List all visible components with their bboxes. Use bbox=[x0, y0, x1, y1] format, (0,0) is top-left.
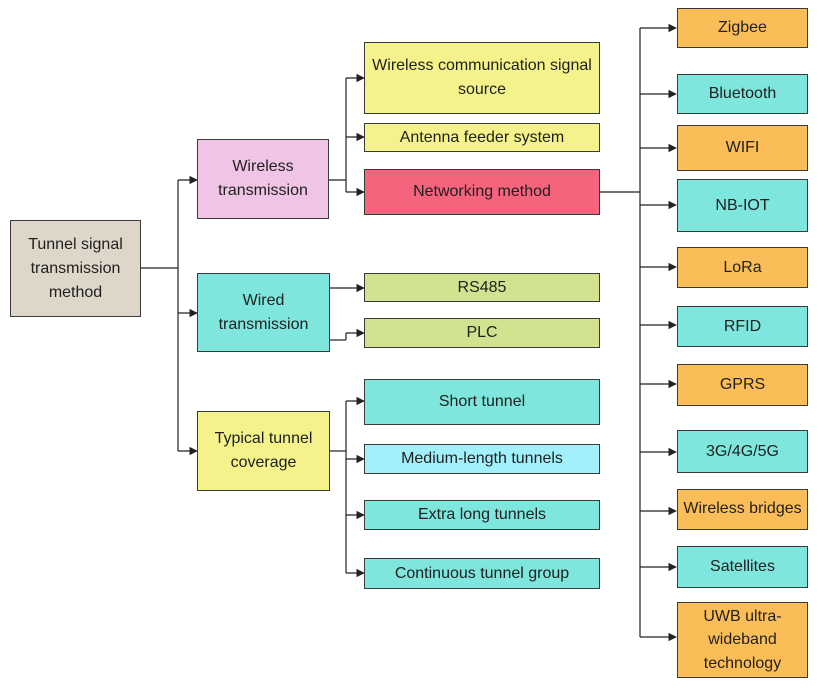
lora-node: LoRa bbox=[677, 247, 808, 288]
root-node: Tunnel signal transmission method bbox=[10, 220, 141, 317]
antenna-feeder-label: Antenna feeder system bbox=[399, 128, 565, 146]
bluetooth-node: Bluetooth bbox=[677, 74, 808, 114]
short-tunnel-node: Short tunnel bbox=[364, 379, 600, 425]
networking-method-node: Networking method bbox=[364, 169, 600, 215]
wifi-node: WIFI bbox=[677, 125, 808, 171]
short-tunnel-label: Short tunnel bbox=[438, 393, 526, 410]
antenna-feeder-node: Antenna feeder system bbox=[364, 123, 600, 152]
wireless-bridges-label: Wireless bridges bbox=[683, 500, 802, 518]
continuous-tunnel-group-node: Continuous tunnel group bbox=[364, 558, 600, 589]
root-label: Tunnel signal transmission method bbox=[28, 235, 123, 301]
extra-long-tunnels-node: Extra long tunnels bbox=[364, 500, 600, 530]
wifi-label: WIFI bbox=[725, 139, 760, 156]
wireless-transmission-label: Wireless transmission bbox=[218, 158, 308, 199]
gprs-label: GPRS bbox=[719, 376, 766, 393]
continuous-tunnel-group-label: Continuous tunnel group bbox=[394, 564, 570, 582]
wireless-bridges-node: Wireless bridges bbox=[677, 489, 808, 530]
plc-node: PLC bbox=[364, 318, 600, 348]
plc-label: PLC bbox=[466, 324, 498, 341]
satellites-label: Satellites bbox=[710, 558, 775, 575]
uwb-label: UWB ultra-wideband technology bbox=[703, 608, 782, 672]
uwb-node: UWB ultra-wideband technology bbox=[677, 602, 808, 678]
rfid-label: RFID bbox=[723, 317, 762, 335]
signal-source-label: Wireless communication signal source bbox=[372, 57, 592, 98]
wired-transmission-node: Wired transmission bbox=[197, 273, 330, 352]
bluetooth-label: Bluetooth bbox=[708, 85, 777, 102]
nb-iot-node: NB-IOT bbox=[677, 179, 808, 232]
medium-length-tunnels-label: Medium-length tunnels bbox=[401, 450, 563, 467]
networking-method-label: Networking method bbox=[413, 183, 551, 200]
typical-tunnel-coverage-label: Typical tunnel coverage bbox=[214, 430, 313, 471]
satellites-node: Satellites bbox=[677, 546, 808, 588]
lora-label: LoRa bbox=[723, 258, 762, 276]
extra-long-tunnels-label: Extra long tunnels bbox=[417, 506, 547, 523]
cellular-3g-4g-5g-node: 3G/4G/5G bbox=[677, 430, 808, 473]
zigbee-label: Zigbee bbox=[718, 19, 767, 36]
wired-transmission-label: Wired transmission bbox=[218, 291, 309, 333]
zigbee-node: Zigbee bbox=[677, 8, 808, 48]
medium-length-tunnels-node: Medium-length tunnels bbox=[364, 444, 600, 474]
cellular-3g-4g-5g-label: 3G/4G/5G bbox=[706, 442, 779, 460]
rs485-node: RS485 bbox=[364, 273, 600, 302]
gprs-node: GPRS bbox=[677, 364, 808, 406]
wireless-transmission-node: Wireless transmission bbox=[197, 139, 329, 219]
signal-source-node: Wireless communication signal source bbox=[364, 42, 600, 114]
typical-tunnel-coverage-node: Typical tunnel coverage bbox=[197, 411, 330, 491]
rs485-label: RS485 bbox=[457, 278, 507, 296]
rfid-node: RFID bbox=[677, 306, 808, 347]
nb-iot-label: NB-IOT bbox=[715, 196, 770, 214]
